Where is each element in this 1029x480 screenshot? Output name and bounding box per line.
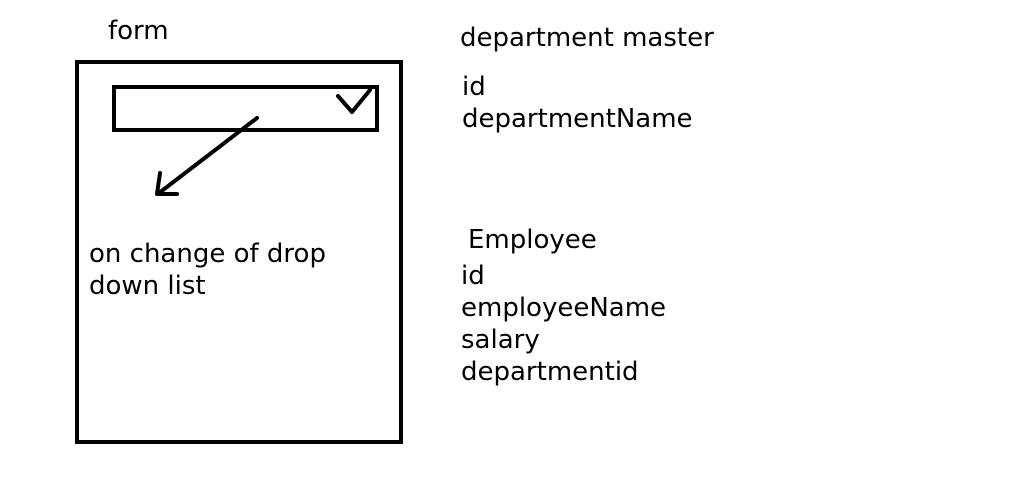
dropdown-list[interactable] [112, 85, 379, 132]
employee-field-id: id [461, 261, 485, 291]
form-box [75, 60, 403, 444]
note-line: down list [89, 271, 206, 301]
employee-title: Employee [468, 225, 597, 255]
department-master-title: department master [460, 23, 714, 53]
note-line: on change of drop [89, 239, 326, 269]
department-field-name: departmentName [462, 104, 693, 134]
chevron-down-icon[interactable] [336, 88, 372, 114]
arrow-icon [155, 116, 259, 196]
employee-field-departmentid: departmentid [461, 357, 639, 387]
employee-field-name: employeeName [461, 293, 667, 323]
form-label: form [108, 16, 169, 46]
department-field-id: id [462, 72, 486, 102]
employee-field-salary: salary [461, 325, 540, 355]
